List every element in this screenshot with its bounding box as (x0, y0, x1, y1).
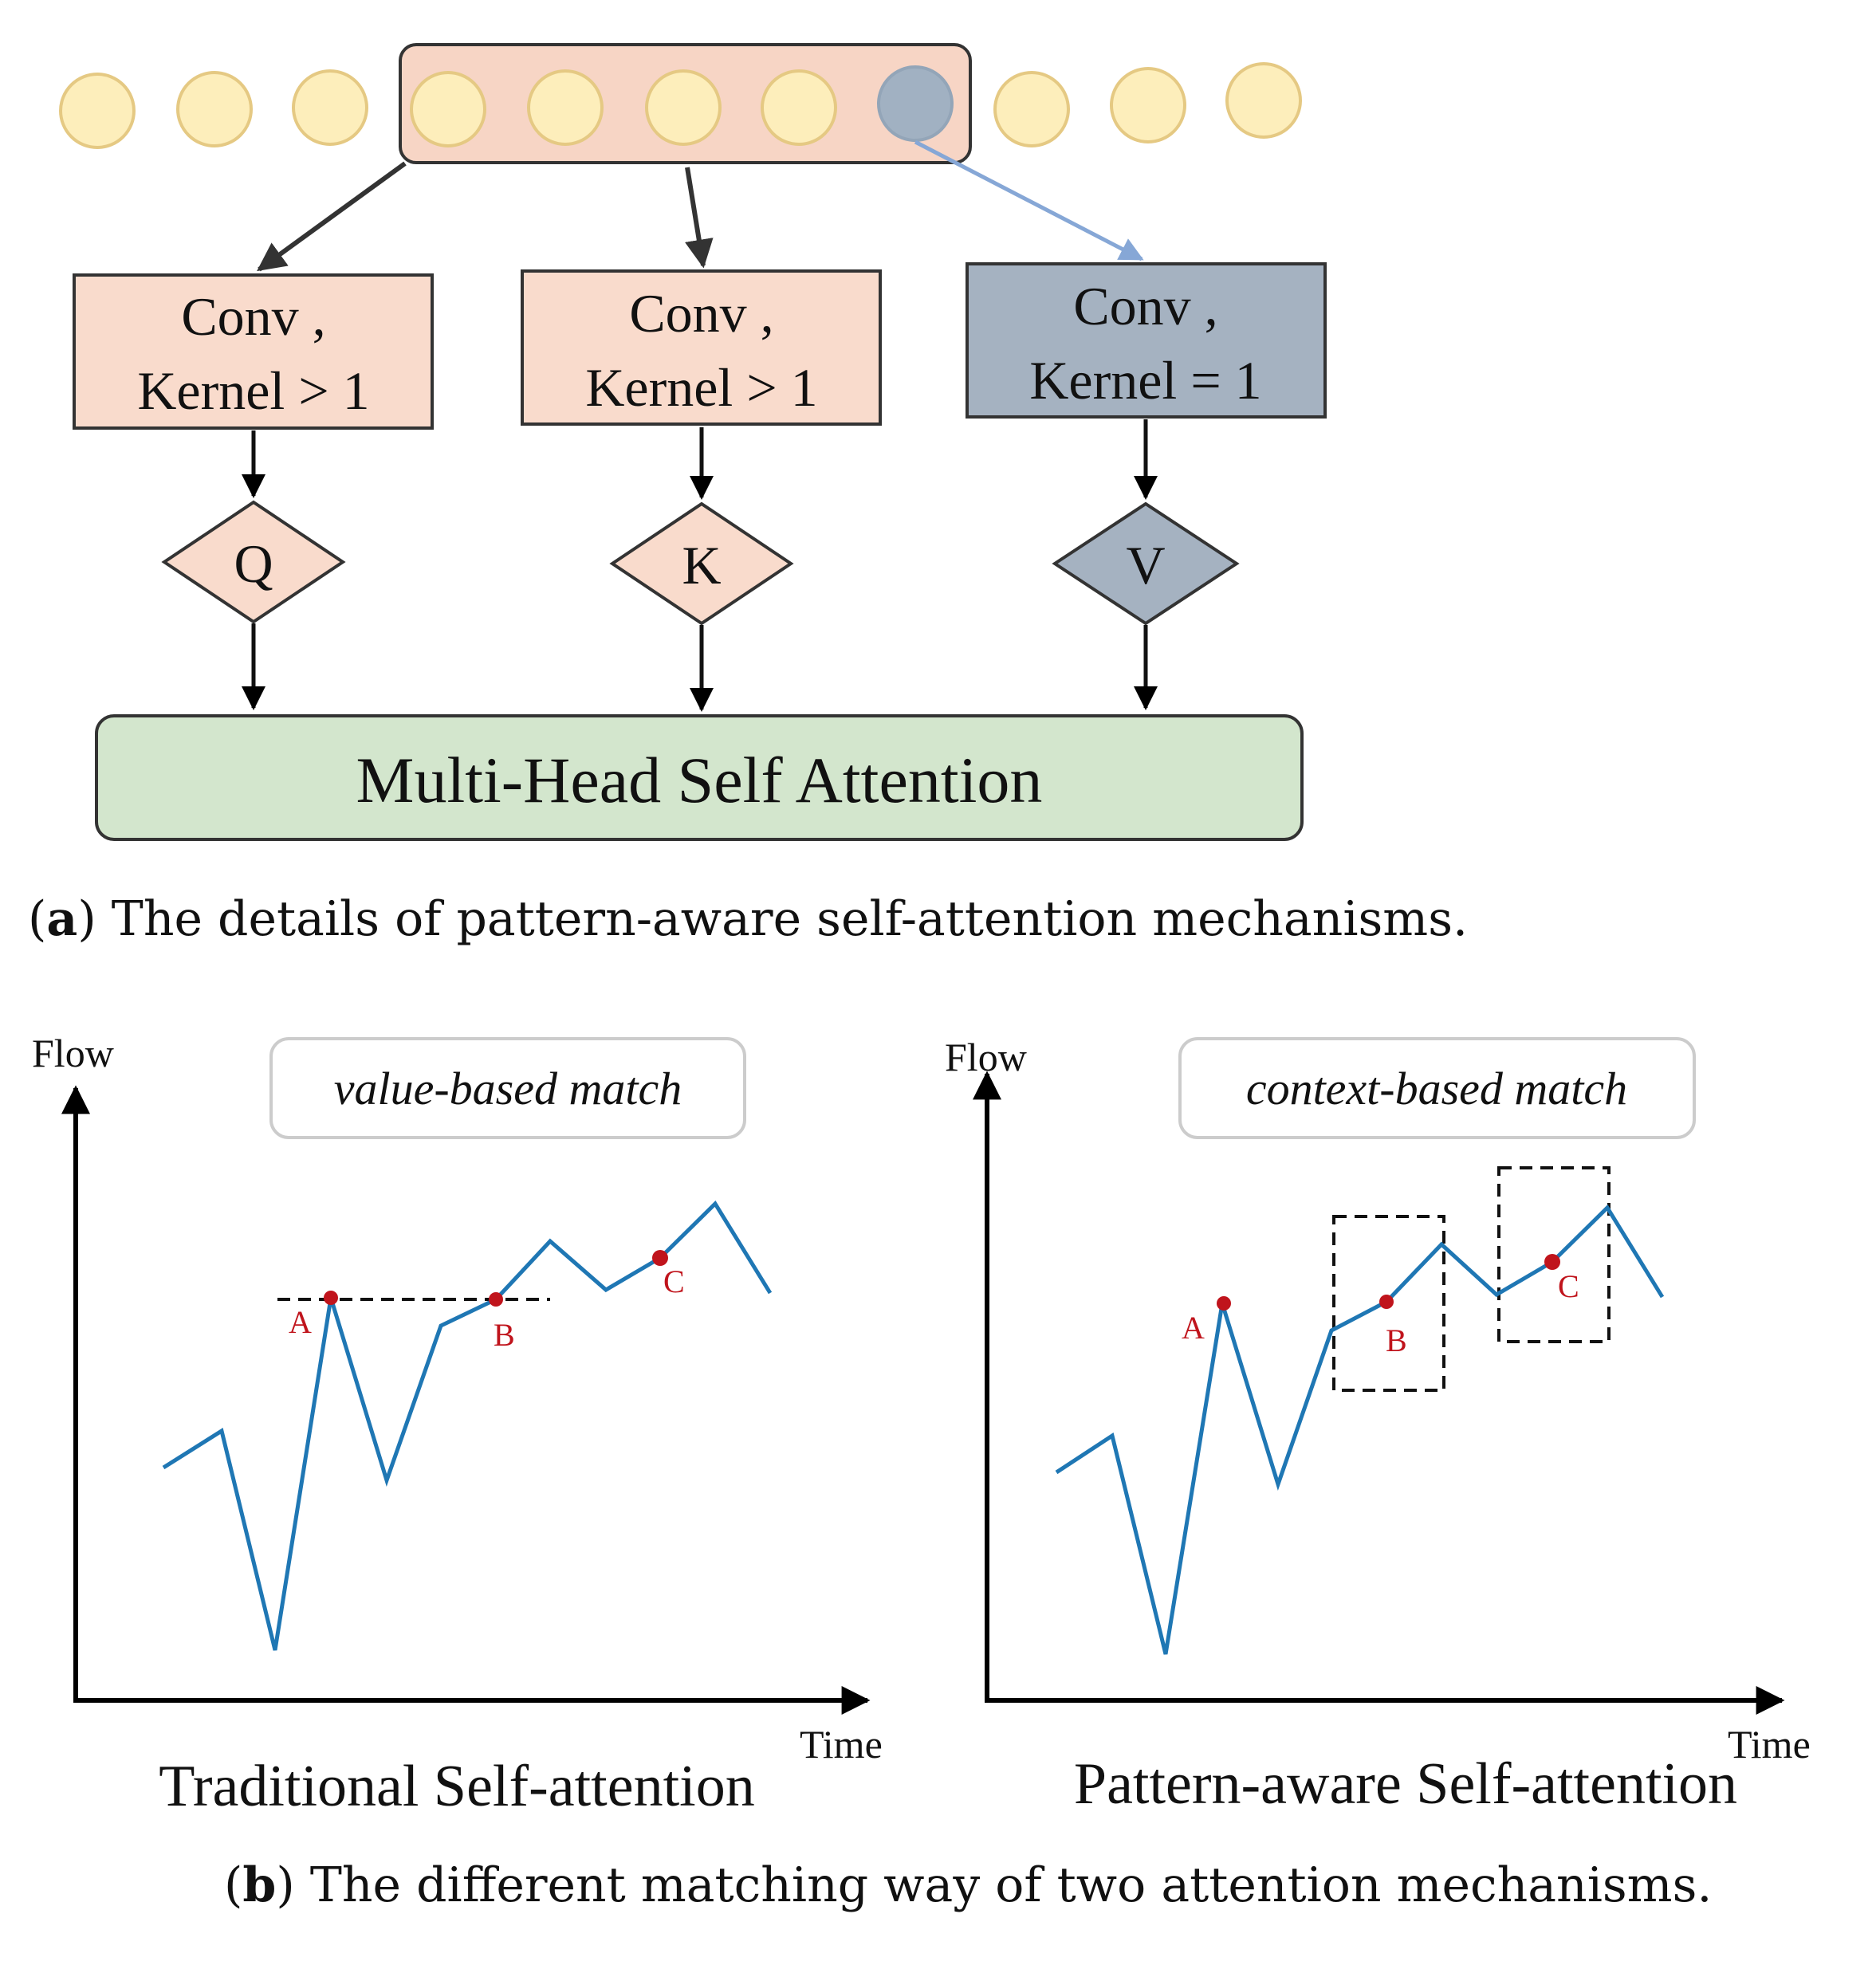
q-conv-line2: Kernel > 1 (137, 360, 369, 421)
left-series-line (162, 1201, 773, 1651)
q-label: Q (234, 533, 273, 594)
k-conv-line2: Kernel > 1 (585, 357, 817, 418)
k-diamond (609, 501, 794, 626)
v-conv-box (966, 262, 1327, 419)
left-match-label: value-based match (334, 1063, 682, 1114)
arrow-window-to-k-conv (685, 167, 714, 269)
left-chart-title: Traditional Self-attention (159, 1754, 754, 1819)
k-conv-box (521, 269, 882, 426)
left-y-axis-label: Flow (32, 1031, 114, 1075)
left-point-b (489, 1292, 503, 1307)
right-point-b (1379, 1295, 1394, 1309)
left-point-a (324, 1291, 338, 1305)
sequence-dot (645, 69, 722, 146)
left-match-label-box (269, 1037, 746, 1139)
q-diamond (161, 500, 346, 624)
right-match-label: context-based match (1246, 1063, 1627, 1114)
q-conv-box (73, 273, 434, 430)
right-point-c (1544, 1254, 1560, 1270)
left-point-a-label: A (289, 1304, 312, 1340)
mhsa-block (95, 714, 1304, 841)
sequence-dot (292, 69, 368, 146)
v-conv-line2: Kernel = 1 (1029, 350, 1261, 411)
sequence-dot (761, 69, 837, 146)
k-label: K (682, 535, 721, 595)
caption-b-text: The different matching way of two attent… (310, 1857, 1713, 1913)
q-conv-line1: Conv , (181, 286, 325, 347)
caption-a-tag: a (46, 891, 77, 947)
right-y-axis-label: Flow (945, 1035, 1027, 1079)
k-conv-line1: Conv , (629, 283, 773, 344)
sequence-dot (527, 69, 604, 146)
sequence-dot (1110, 67, 1186, 143)
right-match-label-box (1178, 1037, 1696, 1139)
v-diamond (1052, 501, 1240, 626)
caption-b: (b) The different matching way of two at… (224, 1857, 1712, 1913)
sequence-dot (993, 71, 1070, 147)
sequence-dot (176, 71, 253, 147)
caption-b-tag: b (242, 1857, 276, 1913)
arrow-window-to-v-conv (914, 140, 1144, 261)
right-chart: Flow Time context-based match A B C Patt… (945, 1035, 1811, 1817)
left-point-c-label: C (663, 1264, 685, 1299)
right-point-a (1217, 1296, 1231, 1311)
left-point-c (652, 1250, 668, 1266)
right-point-b-label: B (1386, 1322, 1407, 1358)
v-label: V (1126, 535, 1165, 595)
input-sequence (59, 62, 1302, 149)
left-point-b-label: B (494, 1317, 515, 1353)
caption-a: (a) The details of pattern-aware self-at… (28, 891, 1468, 947)
mhsa-label: Multi-Head Self Attention (356, 744, 1043, 816)
right-chart-title: Pattern-aware Self-attention (1074, 1751, 1737, 1817)
panel-b: Flow Time value-based match A B C Tradit… (32, 1031, 1811, 1913)
right-series-line (1055, 1205, 1665, 1655)
right-point-a-label: A (1182, 1310, 1205, 1346)
arrow-window-to-q-conv (257, 161, 407, 272)
right-point-c-label: C (1558, 1268, 1579, 1304)
right-x-axis-label: Time (1728, 1722, 1811, 1767)
right-context-window-b (1332, 1215, 1445, 1392)
panel-a: Conv , Kernel > 1 Conv , Kernel > 1 Conv… (28, 43, 1468, 947)
left-chart: Flow Time value-based match A B C Tradit… (32, 1031, 883, 1819)
sequence-dot (1225, 62, 1302, 139)
right-context-window-c (1497, 1166, 1611, 1343)
caption-a-text: The details of pattern-aware self-attent… (112, 891, 1468, 947)
sequence-dot (59, 73, 136, 149)
sequence-dot (410, 71, 486, 147)
sequence-dot-highlighted (877, 65, 954, 142)
v-conv-line1: Conv , (1073, 276, 1217, 336)
left-x-axis-label: Time (800, 1722, 883, 1767)
